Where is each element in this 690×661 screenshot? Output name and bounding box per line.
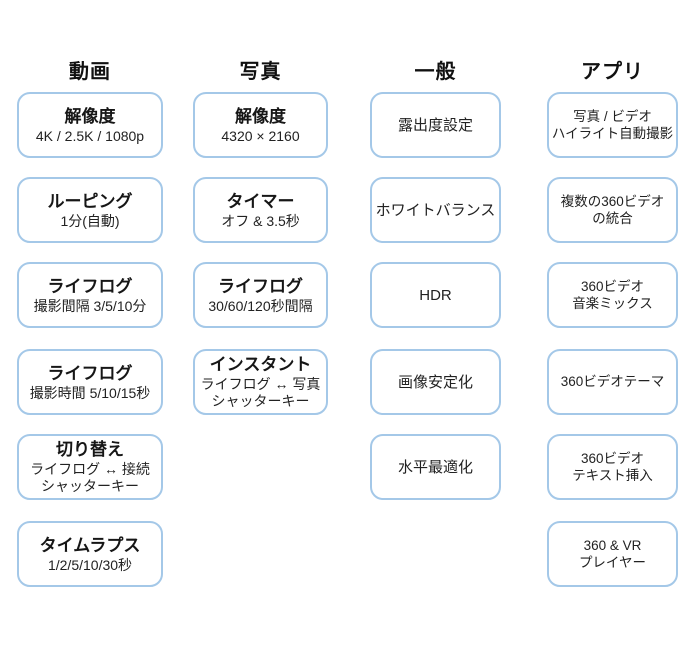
card-title: 解像度 [235,106,286,126]
column-header-general: 一般 [414,61,457,83]
card-line: プレイヤー [578,555,647,570]
card-line: 30/60/120秒間隔 [208,297,313,314]
feature-card-app-4: 360ビデオテキスト挿入 [547,434,678,500]
card-title: タイムラプス [39,535,141,555]
card-title: ルーピング [47,191,133,211]
column-header-photo: 写真 [239,61,282,83]
feature-card-general-1: ホワイトバランス [370,177,501,243]
feature-card-video-3: ライフログ撮影時間 5/10/15秒 [17,349,163,415]
card-line: 360ビデオテーマ [560,374,665,390]
card-title: 解像度 [64,106,116,126]
column-header-app: アプリ [581,61,644,83]
feature-card-photo-3: インスタントライフログ ↔ 写真シャッターキー [193,349,328,415]
card-line: 1分(自動) [60,212,120,229]
card-title: ライフログ [47,276,133,296]
card-line: ライフログ ↔ 写真 [200,376,321,392]
feature-card-app-1: 複数の360ビデオの統合 [547,177,678,243]
card-line: 画像安定化 [397,373,473,391]
feature-card-general-2: HDR [370,262,501,328]
card-line: 1/2/5/10/30秒 [47,556,133,573]
card-line: ライフログ ↔ 接続 [30,461,150,477]
feature-card-general-4: 水平最適化 [370,434,501,500]
card-line: 360ビデオ [580,450,645,466]
card-line: シャッターキー [41,478,139,494]
card-line: ホワイトバランス [375,201,496,219]
card-line: 写真 / ビデオ [573,108,652,124]
card-line: 水平最適化 [397,458,473,476]
card-line: 撮影時間 5/10/15秒 [29,384,151,401]
feature-card-video-4: 切り替えライフログ ↔ 接続シャッターキー [17,434,163,500]
card-line: 音楽ミックス [572,296,653,311]
card-line: の統合 [592,211,633,226]
card-line: 360ビデオ [580,278,645,294]
card-title: ライフログ [47,363,133,383]
card-line: シャッターキー [211,393,310,409]
card-line: テキスト挿入 [572,468,653,483]
card-line: 複数の360ビデオ [560,193,665,209]
card-title: 切り替え [56,440,124,459]
feature-card-app-3: 360ビデオテーマ [547,349,678,415]
card-line: ハイライト自動撮影 [551,126,674,141]
feature-card-photo-1: タイマーオフ & 3.5秒 [193,177,328,243]
card-title: ライフログ [218,276,303,296]
column-general: 一般露出度設定ホワイトバランス HDR 画像安定化水平最適化 [370,0,501,661]
card-line: 4320 × 2160 [221,127,300,144]
card-line: HDR [419,286,452,304]
card-title: インスタント [209,355,312,374]
feature-card-app-5: 360 & VR プレイヤー [547,521,678,587]
card-line: 4K / 2.5K / 1080p [35,127,145,144]
feature-card-app-2: 360ビデオ音楽ミックス [547,262,678,328]
card-line: 露出度設定 [397,116,473,134]
feature-card-general-3: 画像安定化 [370,349,501,415]
card-line: 360 & VR [583,537,642,553]
card-line: オフ & 3.5秒 [221,212,300,229]
feature-card-app-0: 写真 / ビデオハイライト自動撮影 [547,92,678,158]
card-title: タイマー [226,191,295,211]
card-line: 撮影間隔 3/5/10分 [33,297,147,314]
feature-card-video-2: ライフログ撮影間隔 3/5/10分 [17,262,163,328]
column-header-video: 動画 [69,61,111,83]
feature-card-general-0: 露出度設定 [370,92,501,158]
